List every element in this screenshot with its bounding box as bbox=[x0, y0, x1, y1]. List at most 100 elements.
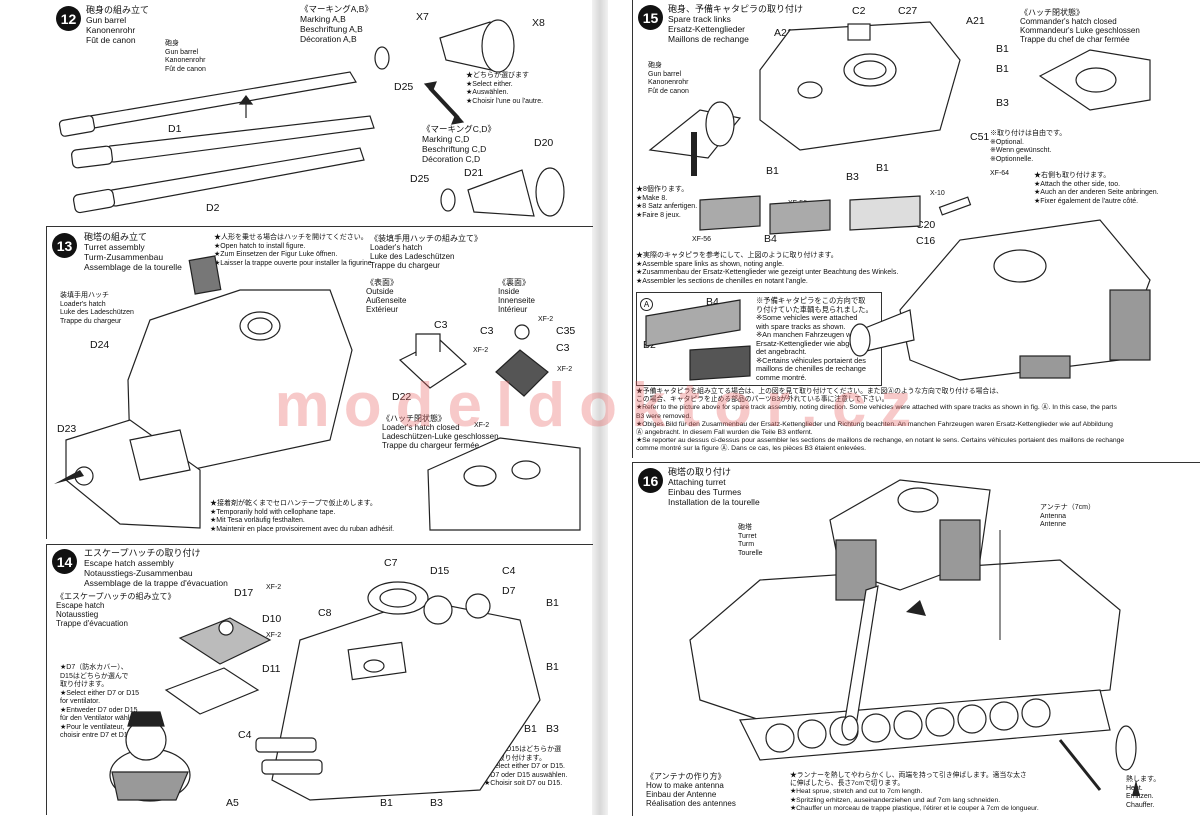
part-b1-b: B1 bbox=[546, 661, 559, 673]
part-d7: D7 bbox=[502, 585, 516, 597]
figure-a-marker: A bbox=[640, 298, 653, 311]
part-x7: X7 bbox=[416, 11, 429, 23]
step-16-frame bbox=[632, 462, 1200, 816]
step-number-14: 14 bbox=[52, 549, 77, 574]
step-number-16: 16 bbox=[638, 468, 663, 493]
part-d22: D22 bbox=[392, 391, 412, 403]
step-12-title: 砲身の組み立て Gun barrel Kanonenrohr Fût de ca… bbox=[86, 5, 150, 45]
part-d2: D2 bbox=[206, 202, 220, 214]
part-c3: C3 bbox=[434, 319, 448, 331]
refer-note: ★予備キャタピラを組み立てる場合は、上の図を見て取り付けてください。また図Ⓐのよ… bbox=[636, 388, 1125, 453]
part-b1-15a: B1 bbox=[996, 43, 1009, 55]
paint-xf2-14a: XF-2 bbox=[266, 584, 282, 591]
part-b4-box: B4 bbox=[706, 296, 719, 308]
part-c51: C51 bbox=[970, 131, 990, 143]
ventilator-note: ★D7（防水カバー）、D15はどちらか選んで取り付けます。★Select eit… bbox=[60, 664, 140, 739]
part-d20: D20 bbox=[534, 137, 554, 149]
part-d25: D25 bbox=[394, 81, 414, 93]
paint-xf64: XF-64 bbox=[990, 170, 1010, 177]
part-b1-15d: B1 bbox=[876, 162, 889, 174]
page-spine bbox=[592, 0, 608, 815]
optional-note: ※取り付けは自由です。※Optional.※Wenn gewünscht.※Op… bbox=[990, 130, 1067, 163]
make-8-note: ★8個作ります。★Make 8.★8 Satz anfertigen.★Fair… bbox=[636, 186, 698, 219]
step-number-13: 13 bbox=[52, 233, 77, 258]
step-14-drawing bbox=[109, 581, 541, 802]
part-b3-15b: B3 bbox=[846, 171, 859, 183]
road-wheels bbox=[765, 698, 1051, 753]
stretch-sprue-note: ★ランナーを熱してやわらかくし、両端を持って引き伸ばします。適当な太さに伸ばした… bbox=[790, 772, 1039, 812]
part-c16: C16 bbox=[916, 235, 936, 247]
open-hatch-note: ★人形を乗せる場合はハッチを開けてください。★Open hatch to ins… bbox=[214, 234, 374, 267]
step-14-frame bbox=[46, 544, 593, 815]
part-b1-c: B1 bbox=[524, 723, 537, 735]
part-a21-right: A21 bbox=[966, 15, 985, 27]
paint-xf2-14b: XF-2 bbox=[266, 632, 282, 639]
other-side-note: ★右側も取り付けます。★Attach the other side, too.★… bbox=[1034, 172, 1159, 205]
part-c3-inside: C3 bbox=[480, 325, 494, 337]
step-13-frame bbox=[46, 226, 593, 539]
part-a5: A5 bbox=[226, 797, 239, 809]
part-b1-15b: B1 bbox=[996, 63, 1009, 75]
part-d24: D24 bbox=[90, 339, 110, 351]
paint-xf2-b: XF-2 bbox=[473, 347, 489, 354]
part-c3-right: C3 bbox=[556, 342, 570, 354]
paint-xf2-d: XF-2 bbox=[474, 422, 490, 429]
step-15-frame bbox=[632, 0, 1200, 458]
part-c20: C20 bbox=[916, 219, 936, 231]
figure-a-note: ※予備キャタピラをこの方向で取り付けていた車輌も見られました。※Some veh… bbox=[756, 296, 873, 382]
step-12-drawing bbox=[58, 19, 565, 217]
spare-links-note: ★実際のキャタピラを参考にして、上図のように取り付けます。★Assemble s… bbox=[636, 252, 899, 285]
part-c7: C7 bbox=[384, 557, 398, 569]
part-b3-lower: B3 bbox=[430, 797, 443, 809]
part-b1-15c: B1 bbox=[766, 165, 779, 177]
part-c4-lower: C4 bbox=[238, 729, 252, 741]
part-b3-15a: B3 bbox=[996, 97, 1009, 109]
part-d25-lower: D25 bbox=[410, 173, 430, 185]
part-b4: B4 bbox=[764, 233, 777, 245]
part-d21: D21 bbox=[464, 167, 484, 179]
part-b1-e: B1 bbox=[380, 797, 393, 809]
part-d10: D10 bbox=[262, 613, 282, 625]
part-b1: B1 bbox=[546, 597, 559, 609]
part-d23: D23 bbox=[57, 423, 77, 435]
tape-note: ★接着剤が乾くまでセロハンテープで仮止めします。★Temporarily hol… bbox=[210, 500, 395, 533]
step-number-15: 15 bbox=[638, 5, 663, 30]
paint-xf56-b: XF-56 bbox=[692, 236, 712, 243]
part-c2: C2 bbox=[852, 5, 866, 17]
part-d15: D15 bbox=[430, 565, 450, 577]
part-d11: D11 bbox=[262, 663, 281, 675]
part-c4: C4 bbox=[502, 565, 516, 577]
select-either-note: ★どちらか選びます★Select either.★Auswählen.★Choi… bbox=[466, 72, 544, 105]
part-x8: X8 bbox=[532, 17, 545, 29]
step-13-drawing bbox=[54, 255, 581, 531]
part-c35: C35 bbox=[556, 325, 576, 337]
step-15-drawing bbox=[645, 21, 1151, 381]
part-c27: C27 bbox=[898, 5, 918, 17]
d7-select-note: ★D7、D15はどちらか選んで取り付けます。★Select either D7 … bbox=[484, 746, 568, 787]
part-d1: D1 bbox=[168, 123, 182, 135]
paint-xf2-c: XF-2 bbox=[557, 366, 573, 373]
part-b3: B3 bbox=[546, 723, 559, 735]
paint-x10: X-10 bbox=[930, 190, 945, 197]
paint-xf2: XF-2 bbox=[538, 316, 554, 323]
part-c8: C8 bbox=[318, 607, 332, 619]
